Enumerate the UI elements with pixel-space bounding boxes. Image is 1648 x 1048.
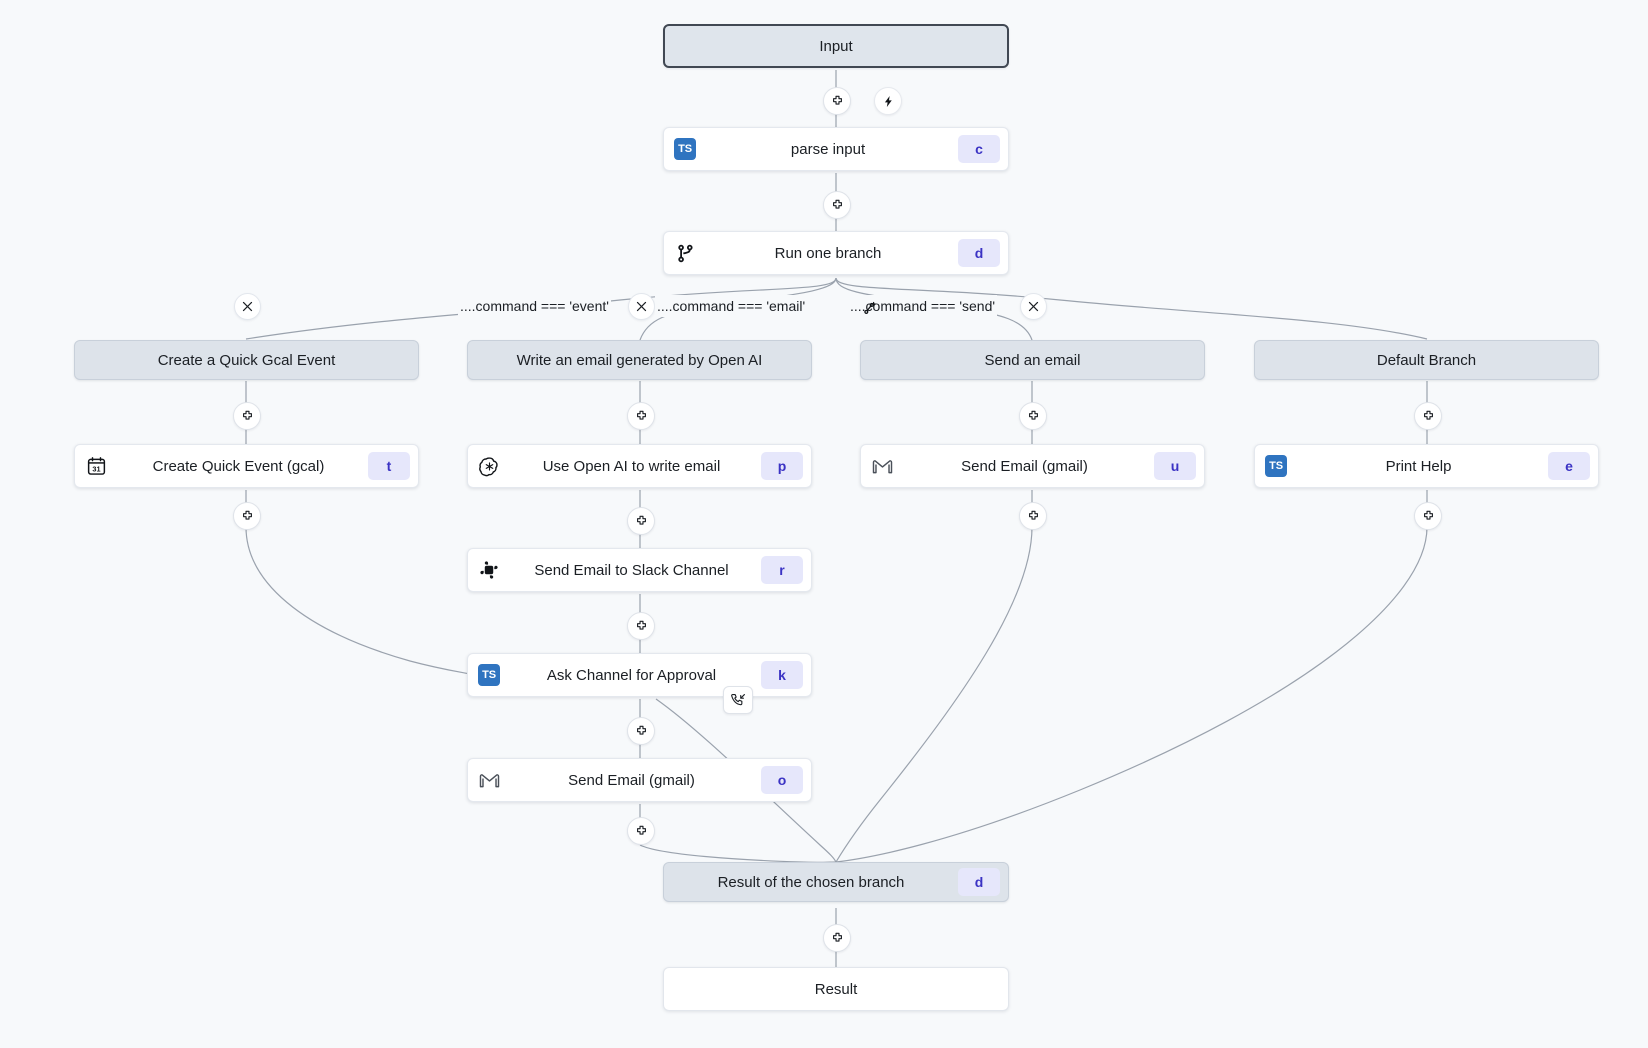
plus-handle-icon xyxy=(1423,410,1433,420)
plus-handle-icon xyxy=(636,620,646,630)
node-use-open-ai[interactable]: Use Open AI to write email p xyxy=(467,444,812,488)
branch-condition-label-2: ....command === 'email' xyxy=(655,295,808,317)
plus-handle-icon xyxy=(1028,410,1038,420)
branch-header-default-label: Default Branch xyxy=(1376,351,1477,369)
openai-icon xyxy=(476,453,502,479)
plus-handle-icon xyxy=(636,825,646,835)
branch-header-openai-email[interactable]: Write an email generated by Open AI xyxy=(467,340,812,380)
branch-condition-label-3: ....command === 'send' xyxy=(848,295,998,317)
branch-fork-icon xyxy=(858,297,880,319)
shortcut-badge[interactable]: p xyxy=(761,452,803,480)
add-step-button[interactable] xyxy=(1414,402,1442,430)
plus-handle-icon xyxy=(636,410,646,420)
add-step-button[interactable] xyxy=(823,924,851,952)
node-send-email-gmail-u-label: Send Email (gmail) xyxy=(961,457,1088,475)
remove-branch-button[interactable] xyxy=(234,293,261,320)
node-create-quick-event[interactable]: 31 Create Quick Event (gcal) t xyxy=(74,444,419,488)
branch-condition-label-1: ....command === 'event' xyxy=(458,295,611,317)
trigger-bolt-button[interactable] xyxy=(874,87,902,115)
remove-branch-button[interactable] xyxy=(628,293,655,320)
close-x-icon xyxy=(242,301,253,312)
node-ask-channel-approval[interactable]: TS Ask Channel for Approval k xyxy=(467,653,812,697)
node-ask-channel-approval-label: Ask Channel for Approval xyxy=(546,666,717,684)
add-step-button[interactable] xyxy=(627,507,655,535)
plus-handle-icon xyxy=(636,515,646,525)
plus-handle-icon xyxy=(242,410,252,420)
plus-handle-icon xyxy=(242,510,252,520)
add-step-button[interactable] xyxy=(233,402,261,430)
slack-icon xyxy=(476,557,502,583)
add-step-button[interactable] xyxy=(823,191,851,219)
add-step-button[interactable] xyxy=(627,402,655,430)
branch-header-openai-email-label: Write an email generated by Open AI xyxy=(516,351,763,369)
node-print-help[interactable]: TS Print Help e xyxy=(1254,444,1599,488)
phone-incoming-icon xyxy=(731,694,745,706)
node-print-help-label: Print Help xyxy=(1385,457,1452,475)
shortcut-badge[interactable]: c xyxy=(958,135,1000,163)
branch-header-gcal-label: Create a Quick Gcal Event xyxy=(157,351,336,369)
node-use-open-ai-label: Use Open AI to write email xyxy=(542,457,721,475)
close-x-icon xyxy=(636,301,647,312)
branch-header-default[interactable]: Default Branch xyxy=(1254,340,1599,380)
add-step-button[interactable] xyxy=(823,87,851,115)
add-step-button[interactable] xyxy=(627,612,655,640)
add-step-button[interactable] xyxy=(1019,502,1047,530)
google-calendar-icon: 31 xyxy=(83,453,109,479)
typescript-icon: TS xyxy=(672,136,698,162)
node-result-of-chosen-branch[interactable]: Result of the chosen branch d xyxy=(663,862,1009,902)
add-step-button[interactable] xyxy=(233,502,261,530)
remove-branch-button[interactable] xyxy=(1020,293,1047,320)
plus-handle-icon xyxy=(636,725,646,735)
shortcut-badge[interactable]: u xyxy=(1154,452,1196,480)
plus-handle-icon xyxy=(832,199,842,209)
shortcut-badge[interactable]: e xyxy=(1548,452,1590,480)
add-step-button[interactable] xyxy=(1019,402,1047,430)
node-send-email-gmail-u[interactable]: Send Email (gmail) u xyxy=(860,444,1205,488)
shortcut-badge[interactable]: d xyxy=(958,239,1000,267)
gmail-icon xyxy=(869,453,895,479)
close-x-icon xyxy=(1028,301,1039,312)
shortcut-badge[interactable]: t xyxy=(368,452,410,480)
shortcut-badge[interactable]: o xyxy=(761,766,803,794)
node-parse-input-label: parse input xyxy=(790,140,866,158)
shortcut-badge[interactable]: k xyxy=(761,661,803,689)
add-step-button[interactable] xyxy=(1414,502,1442,530)
plus-handle-icon xyxy=(1028,510,1038,520)
gmail-icon xyxy=(476,767,502,793)
node-result-label: Result xyxy=(814,980,858,998)
node-input[interactable]: Input xyxy=(663,24,1009,68)
add-step-button[interactable] xyxy=(627,817,655,845)
node-parse-input[interactable]: TS parse input c xyxy=(663,127,1009,171)
shortcut-badge[interactable]: r xyxy=(761,556,803,584)
plus-handle-icon xyxy=(832,95,842,105)
node-send-email-gmail-o[interactable]: Send Email (gmail) o xyxy=(467,758,812,802)
node-send-email-to-slack[interactable]: Send Email to Slack Channel r xyxy=(467,548,812,592)
suspend-approval-badge[interactable] xyxy=(723,686,753,714)
node-result-of-chosen-branch-label: Result of the chosen branch xyxy=(717,873,905,891)
branch-header-send-email[interactable]: Send an email xyxy=(860,340,1205,380)
shortcut-badge[interactable]: d xyxy=(958,868,1000,896)
node-input-label: Input xyxy=(819,37,853,55)
node-run-one-branch[interactable]: Run one branch d xyxy=(663,231,1009,275)
git-branch-icon xyxy=(672,240,698,266)
node-result[interactable]: Result xyxy=(663,967,1009,1011)
plus-handle-icon xyxy=(832,932,842,942)
node-send-email-to-slack-label: Send Email to Slack Channel xyxy=(534,561,729,579)
node-create-quick-event-label: Create Quick Event (gcal) xyxy=(152,457,325,475)
branch-header-gcal[interactable]: Create a Quick Gcal Event xyxy=(74,340,419,380)
branch-header-send-email-label: Send an email xyxy=(984,351,1081,369)
typescript-icon: TS xyxy=(476,662,502,688)
node-run-one-branch-label: Run one branch xyxy=(774,244,882,262)
svg-text:31: 31 xyxy=(92,464,100,473)
lightning-bolt-icon xyxy=(884,95,892,107)
add-step-button[interactable] xyxy=(627,717,655,745)
plus-handle-icon xyxy=(1423,510,1433,520)
typescript-icon: TS xyxy=(1263,453,1289,479)
node-send-email-gmail-o-label: Send Email (gmail) xyxy=(568,771,695,789)
